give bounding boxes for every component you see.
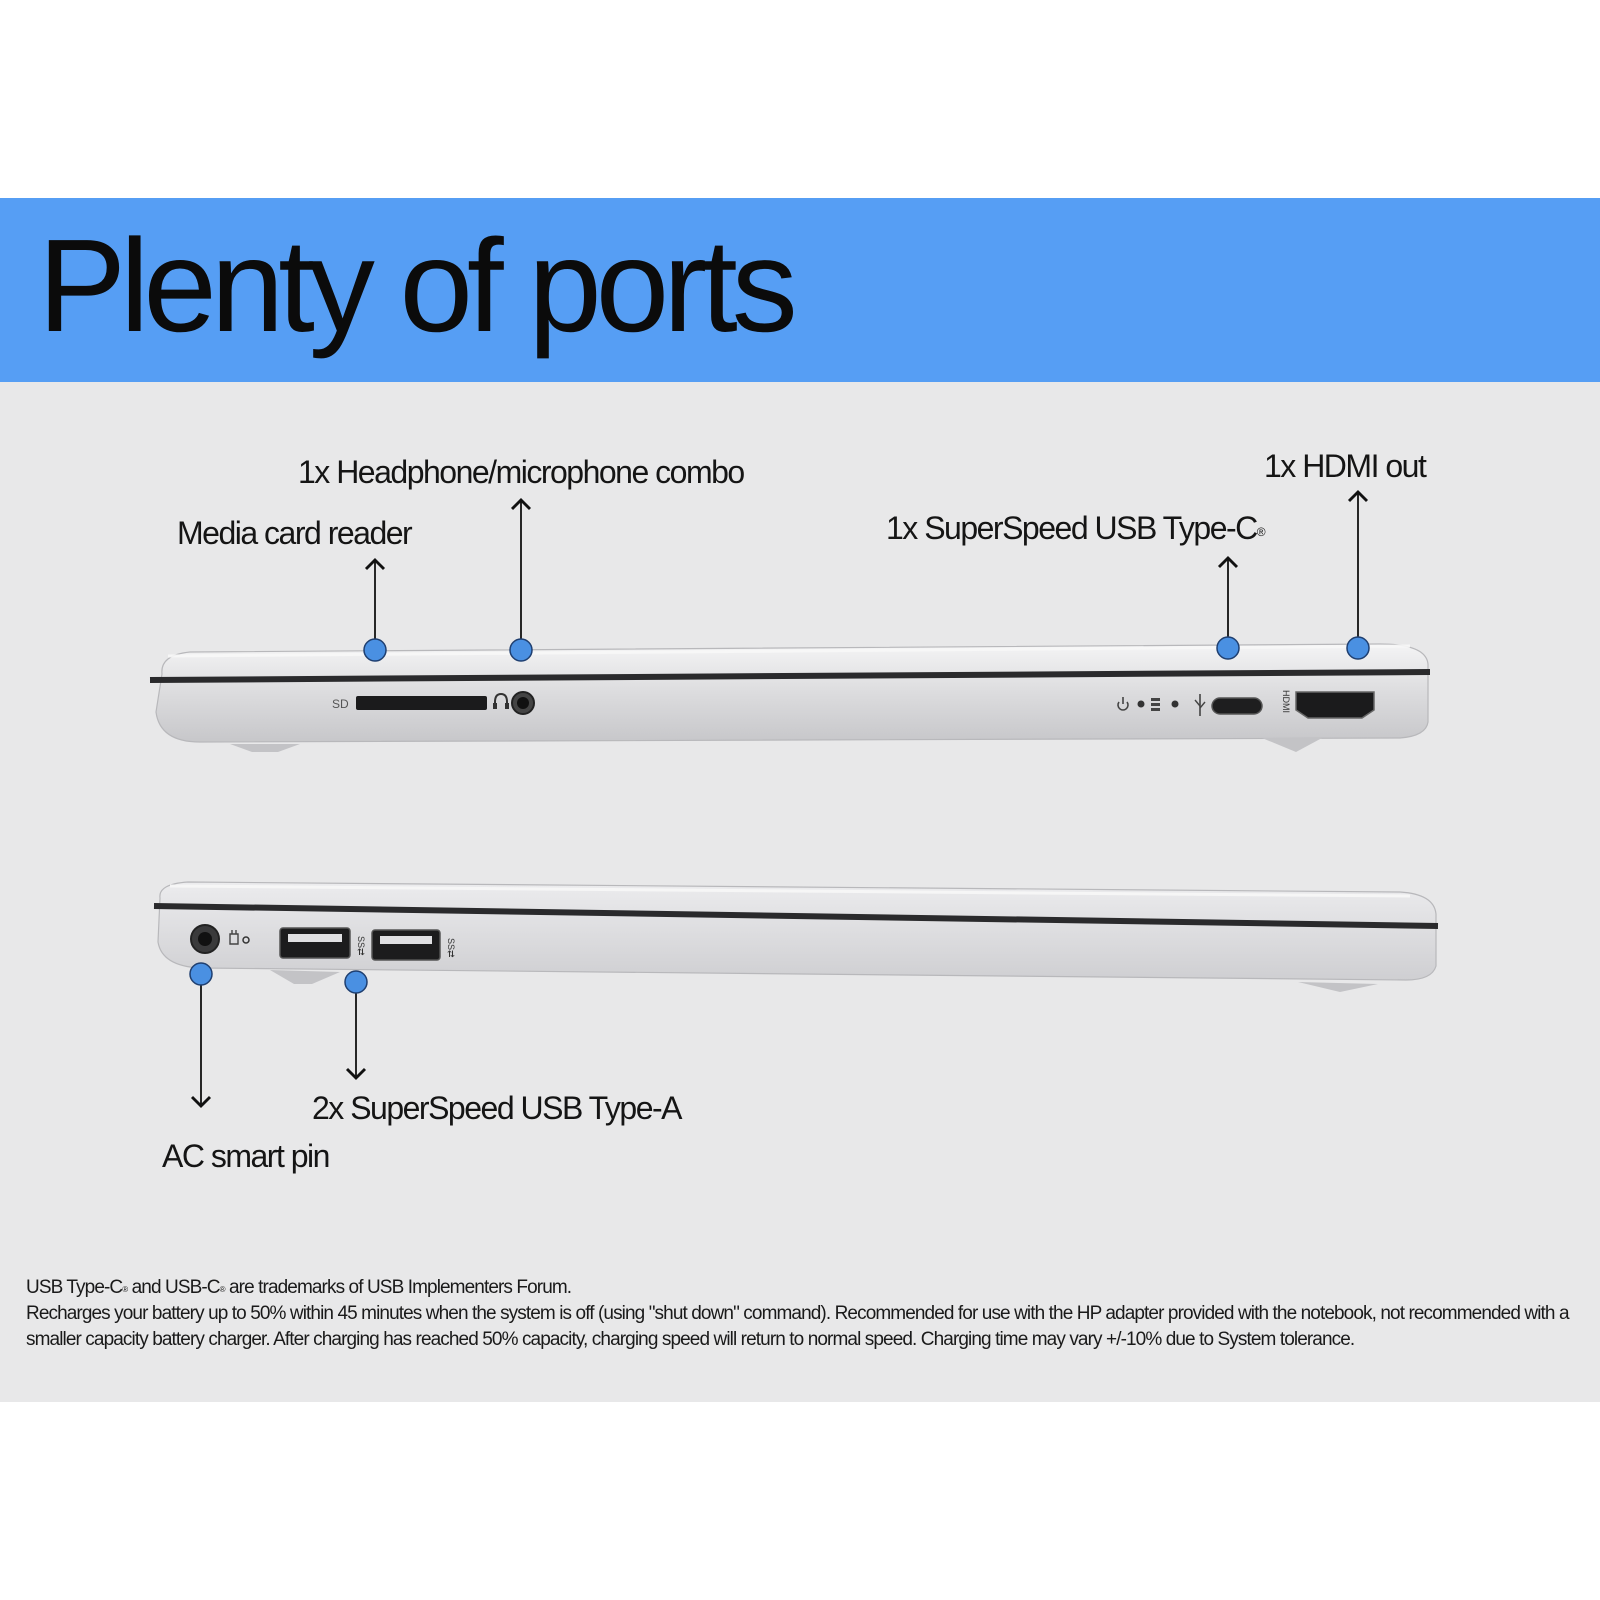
charge-icon [229,930,239,945]
usb-a-pointer [344,970,368,1081]
headphone-icon [493,692,509,709]
superspeed-icon: SS⇄ [446,938,456,958]
callout-media-card: Media card reader [177,515,413,551]
superspeed-icon: SS⇄ [356,936,366,956]
hdmi-label: HDMI [1281,690,1291,713]
media-card-pointer [363,557,387,662]
callout-usb-c-text: 1x SuperSpeed USB Type-C [886,510,1258,546]
headphone-pointer [509,497,533,662]
headphone-jack [511,691,535,715]
usb-c-pointer [1216,555,1240,660]
callout-ac-pin: AC smart pin [162,1138,330,1174]
led-icon [1137,700,1145,708]
led-icon [1171,700,1179,708]
laptop-right-side [153,881,1439,992]
power-icon [1117,697,1129,711]
led-icon [242,936,250,944]
callout-usb-c: 1x SuperSpeed USB Type-C® [886,508,1266,548]
page-title: Plenty of ports [38,212,798,359]
callout-headphone: 1x Headphone/microphone combo [298,454,745,490]
storage-icon [1151,698,1160,711]
hdmi-pointer [1346,489,1370,660]
usb-icon [1194,694,1206,716]
callout-hdmi: 1x HDMI out [1264,448,1427,484]
callout-usb-a: 2x SuperSpeed USB Type-A [312,1090,682,1126]
usb-a-port-1 [279,927,351,959]
sd-card-slot: SD [332,696,487,711]
usb-a-port-2 [371,929,441,961]
ac-smart-pin-port [190,924,220,954]
sd-label: SD [332,697,349,711]
registered-mark: ® [1256,525,1266,539]
ac-pin-pointer [189,962,213,1109]
footnote-charging: Recharges your battery up to 50% within … [26,1303,1570,1350]
footnote-trademark: USB Type-C® and USB-C® are trademarks of… [26,1277,572,1298]
hdmi-port [1295,691,1375,719]
usb-c-port [1211,697,1263,715]
header-band [0,198,1600,382]
footnote: USB Type-C® and USB-C® are trademarks of… [26,1275,1586,1353]
